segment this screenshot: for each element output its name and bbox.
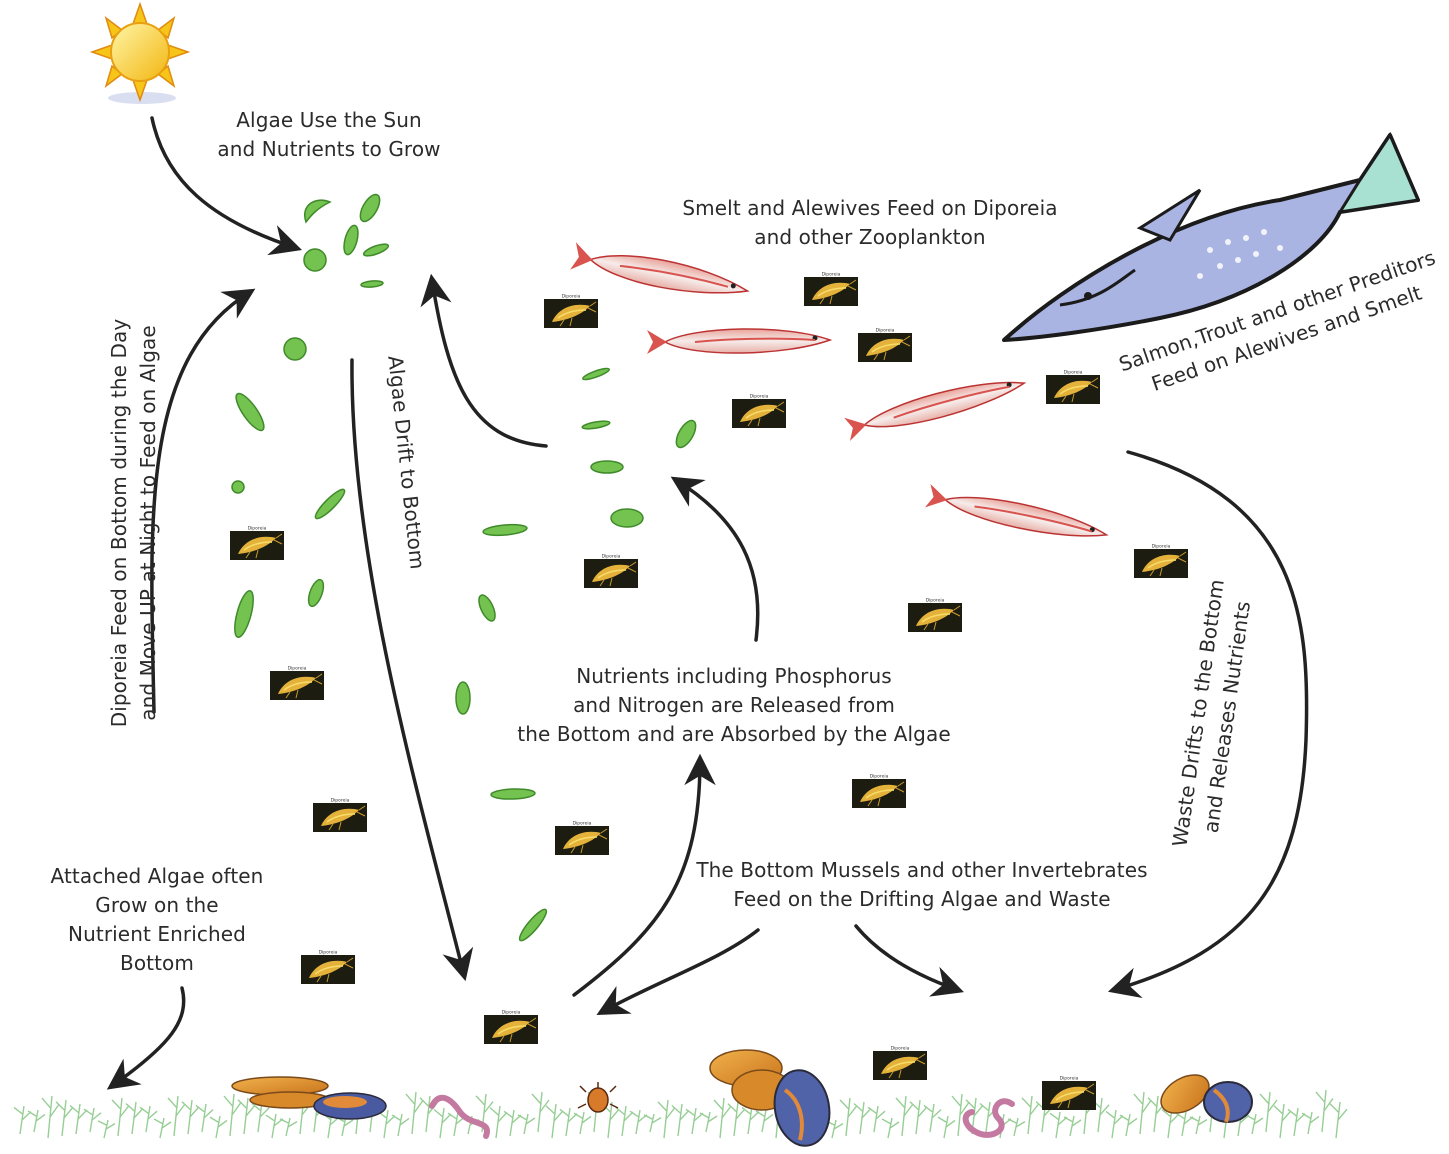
arrow-mussels-left: [602, 930, 758, 1012]
diporeia-photo-icon: Diporeia: [852, 772, 906, 808]
arrow-smelt-to-algae: [432, 280, 546, 446]
diporeia-photo-icon: Diporeia: [858, 326, 912, 362]
algae-cell-icon: [341, 224, 360, 256]
algae-cell-icon: [232, 481, 244, 493]
attached-algae-icon: [14, 1090, 1347, 1138]
label-mussels-feed: The Bottom Mussels and other Invertebrat…: [690, 856, 1154, 914]
diporeia-photo-icon: Diporeia: [1042, 1074, 1096, 1110]
diporeia-photo-icon: Diporeia: [484, 1008, 538, 1044]
arrow-bottom-to-nutrients: [574, 760, 700, 995]
label-line: Nutrients including Phosphorus: [512, 662, 956, 691]
arrow-diporeia-up: [152, 292, 250, 712]
label-line: and Nutrients to Grow: [214, 135, 444, 164]
algae-cell-icon: [304, 249, 326, 271]
alewife-fish-icon: [844, 372, 1028, 441]
algae-cell-icon: [361, 280, 383, 288]
label-line: Nutrient Enriched: [42, 920, 272, 949]
label-line: The Bottom Mussels and other Invertebrat…: [690, 856, 1154, 885]
label-line: Algae Use the Sun: [214, 106, 444, 135]
algae-cell-icon: [591, 461, 623, 473]
label-line: Bottom: [42, 949, 272, 978]
algae-cell-icon: [306, 578, 327, 608]
label-line: Grow on the: [42, 891, 272, 920]
algae-cell-icon: [362, 242, 389, 258]
diporeia-photo-icon: Diporeia: [1134, 542, 1188, 578]
label-line: and Move UP at Night to Feed on Algae: [134, 303, 163, 743]
label-smelt-alewives: Smelt and Alewives Feed on Diporeia and …: [675, 194, 1065, 252]
algae-cell-icon: [582, 420, 611, 431]
diporeia-tag: Diporeia: [248, 526, 267, 532]
diporeia-tag: Diporeia: [750, 394, 769, 400]
diporeia-photo-icon: Diporeia: [873, 1044, 927, 1080]
diporeia-tag: Diporeia: [1152, 544, 1171, 550]
diporeia-photo-icon: Diporeia: [313, 796, 367, 832]
sun-icon: [92, 4, 188, 104]
diporeia-tag: Diporeia: [926, 598, 945, 604]
diporeia-photo-icon: Diporeia: [732, 392, 786, 428]
alewife-fish-icon: [925, 483, 1109, 549]
diporeia-tag: Diporeia: [1060, 1076, 1079, 1082]
algae-cell-icon: [476, 593, 499, 623]
arrow-nutrients-up: [676, 480, 758, 640]
diporeia-tag: Diporeia: [562, 294, 581, 300]
algae-cell-icon: [231, 589, 257, 639]
diporeia-tag: Diporeia: [870, 774, 889, 780]
diporeia-photo-icon: Diporeia: [1046, 368, 1100, 404]
algae-cell-icon: [611, 509, 643, 527]
label-line: and other Zooplankton: [675, 223, 1065, 252]
diporeia-tag: Diporeia: [502, 1010, 521, 1016]
algae-cell-icon: [356, 192, 383, 225]
algae-cell-icon: [284, 338, 306, 360]
algae-cell-icon: [582, 366, 610, 381]
diporeia-photo-icon: Diporeia: [230, 524, 284, 560]
mussel-icon: [710, 1050, 835, 1150]
diporeia-tag: Diporeia: [331, 798, 350, 804]
algae-cell-icon: [232, 390, 269, 434]
diporeia-tag: Diporeia: [319, 950, 338, 956]
label-algae-use-sun: Algae Use the Sun and Nutrients to Grow: [214, 106, 444, 164]
worm-icon: [432, 1098, 487, 1136]
algae-cell-icon: [672, 418, 699, 451]
diporeia-photo-icon: Diporeia: [804, 270, 858, 306]
diporeia-tag: Diporeia: [891, 1046, 910, 1052]
diporeia-photo-icon: Diporeia: [301, 948, 355, 984]
diporeia-photo-icon: Diporeia: [908, 596, 962, 632]
diporeia-tag: Diporeia: [876, 328, 895, 334]
arrow-mussels-right: [856, 926, 958, 990]
diporeia-tag: Diporeia: [822, 272, 841, 278]
alewife-fish-icon: [647, 329, 830, 354]
label-line: and Nitrogen are Released from: [512, 691, 956, 720]
label-nutrients-released: Nutrients including Phosphorus and Nitro…: [512, 662, 956, 749]
algae-cell-icon: [312, 486, 347, 521]
diporeia-photo-icon: Diporeia: [555, 819, 609, 855]
label-line: Feed on the Drifting Algae and Waste: [690, 885, 1154, 914]
algae-cell-icon: [305, 200, 330, 222]
mussel-icon: [232, 1077, 386, 1119]
label-line: the Bottom and are Absorbed by the Algae: [512, 720, 956, 749]
label-diporeia-migrate: Diporeia Feed on Bottom during the Day a…: [105, 303, 163, 743]
attached-algae-fronds: [14, 1090, 1347, 1138]
label-line: Diporeia Feed on Bottom during the Day: [105, 303, 134, 743]
mussel-icon: [1154, 1067, 1252, 1122]
diporeia-photo-icon: Diporeia: [270, 664, 324, 700]
label-line: Attached Algae often: [42, 862, 272, 891]
algae-cell-icon: [483, 523, 528, 537]
algae-cell-icon: [491, 788, 535, 800]
arrow-attached-algae: [112, 988, 184, 1086]
diporeia-tag: Diporeia: [288, 666, 307, 672]
diporeia-tag: Diporeia: [602, 554, 621, 560]
label-line: Smelt and Alewives Feed on Diporeia: [675, 194, 1065, 223]
diporeia-tag: Diporeia: [573, 821, 592, 827]
diporeia-photo-icon: Diporeia: [544, 292, 598, 328]
algae-cell-icon: [456, 682, 470, 714]
label-attached-algae: Attached Algae often Grow on the Nutrien…: [42, 862, 272, 978]
diporeia-tag: Diporeia: [1064, 370, 1083, 376]
algae-cell-icon: [516, 906, 549, 943]
diporeia-photo-icon: Diporeia: [584, 552, 638, 588]
